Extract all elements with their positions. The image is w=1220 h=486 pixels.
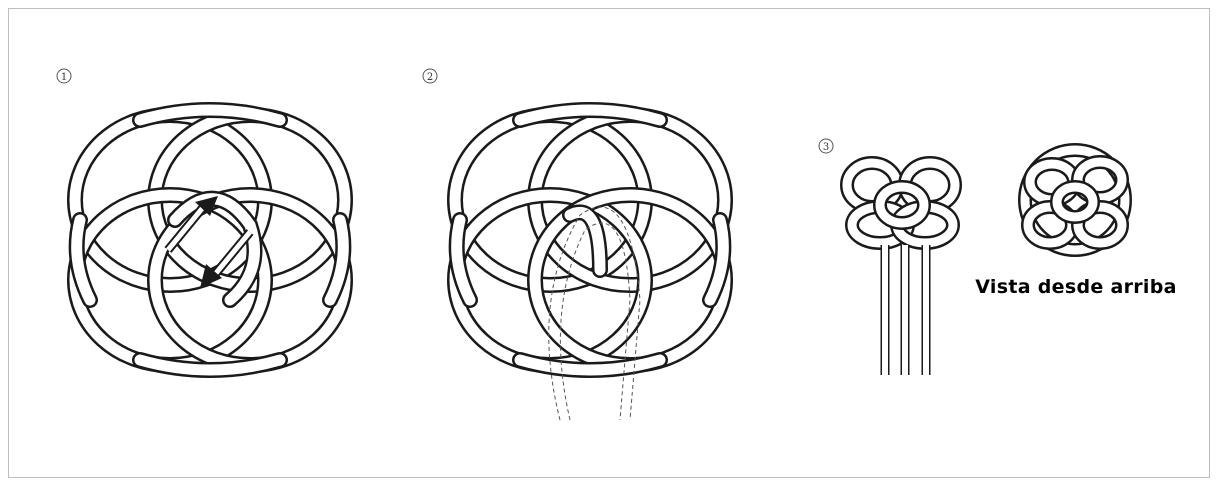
step-3: 3 <box>819 139 1177 375</box>
finished-knot-side <box>847 163 955 375</box>
finished-knot-top <box>1025 150 1125 250</box>
step-2: 2 <box>423 69 725 420</box>
top-view-caption: Vista desde arriba <box>975 276 1177 298</box>
step-2-label: 2 <box>427 72 433 83</box>
step-3-label: 3 <box>823 142 829 153</box>
step-1: 1 <box>57 69 345 370</box>
step-1-label: 1 <box>61 72 67 83</box>
